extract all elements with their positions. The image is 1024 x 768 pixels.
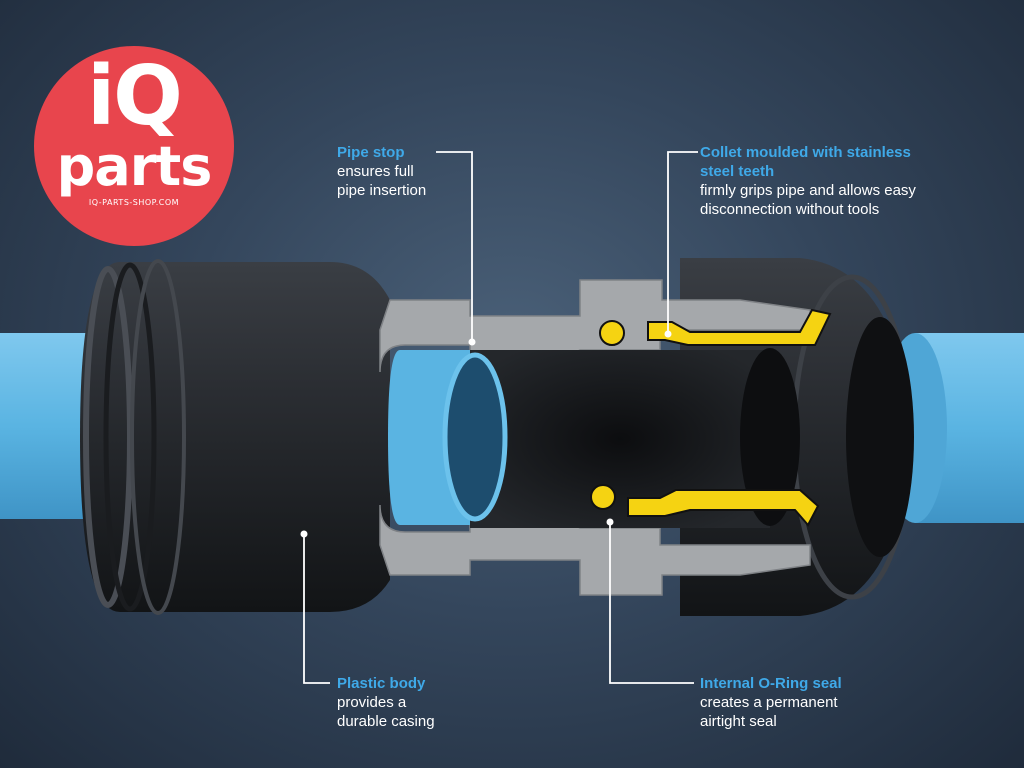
- collet-dot: [664, 330, 672, 338]
- o-ring-bottom: [590, 484, 616, 510]
- collet-title: Collet moulded with stainless steel teet…: [700, 144, 911, 180]
- body-dot: [300, 530, 308, 538]
- oring-dot: [606, 518, 614, 526]
- logo-brand-top: iQ: [87, 49, 183, 144]
- body-title: Plastic body: [337, 675, 426, 692]
- pipe-stop-desc: ensures full pipe insertion: [337, 163, 427, 199]
- oring-desc: creates a permanent airtight seal: [700, 694, 838, 730]
- collet-leader: [667, 151, 698, 334]
- callout-pipe-stop: Pipe stop ensures full pipe insertion: [337, 143, 467, 200]
- callout-plastic-body: Plastic body provides a durable casing: [337, 674, 497, 731]
- logo-brand-bottom: parts: [56, 135, 213, 198]
- left-pipe: [0, 333, 95, 519]
- body-desc: provides a durable casing: [337, 694, 435, 730]
- callout-o-ring: Internal O-Ring seal creates a permanent…: [700, 674, 900, 731]
- pipe-stop-title: Pipe stop: [337, 144, 405, 161]
- logo-url: IQ-PARTS-SHOP.COM: [88, 198, 180, 207]
- collet-teeth-bottom: [627, 489, 820, 527]
- collet-desc: firmly grips pipe and allows easy discon…: [700, 182, 916, 218]
- oring-title: Internal O-Ring seal: [700, 675, 842, 692]
- pipe-stop-dot: [468, 338, 476, 346]
- o-ring-top: [599, 320, 625, 346]
- callout-collet: Collet moulded with stainless steel teet…: [700, 143, 1010, 219]
- plastic-body: [80, 262, 390, 612]
- body-ring-3: [130, 259, 186, 615]
- oring-leader: [609, 522, 694, 684]
- bore-end: [740, 348, 800, 526]
- body-leader: [303, 534, 330, 684]
- inserted-pipe-mouth: [442, 352, 508, 522]
- body-ring-2: [103, 262, 157, 612]
- collar-mouth: [846, 317, 914, 557]
- pipe-stop-leader: [436, 151, 473, 342]
- iq-parts-logo: iQ parts IQ-PARTS-SHOP.COM: [34, 46, 234, 246]
- collet-teeth-top: [647, 308, 832, 346]
